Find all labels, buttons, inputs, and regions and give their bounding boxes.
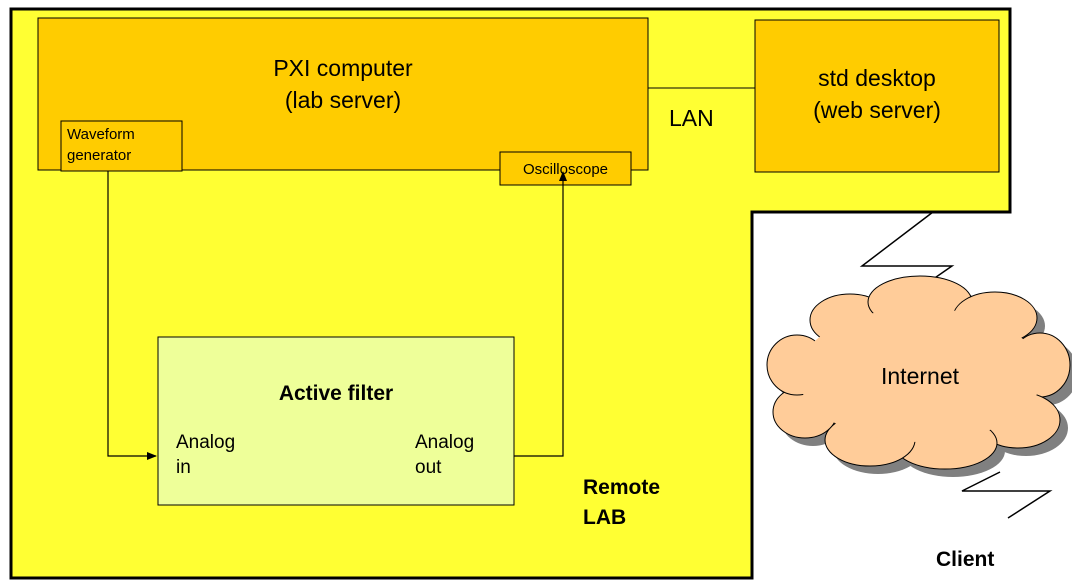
active-filter-title: Active filter — [278, 382, 394, 405]
waveform-generator-label-line2: generator — [67, 147, 132, 164]
remote-lab-label-line1: Remote — [583, 476, 661, 499]
signal-in-arrow — [107, 171, 157, 460]
client-link-bottom — [961, 471, 1053, 519]
oscilloscope-label: Oscilloscope — [522, 161, 609, 178]
pxi-computer-subtitle: (lab server) — [284, 87, 402, 113]
analog-out-line2: out — [415, 457, 442, 478]
client-label: Client — [936, 548, 995, 571]
internet-label: Internet — [881, 363, 959, 389]
signal-out-arrow — [514, 171, 567, 457]
lan-label: LAN — [669, 105, 714, 131]
desktop-box — [754, 19, 1000, 173]
analog-in-line1: Analog — [176, 432, 236, 453]
waveform-generator-box — [60, 120, 183, 172]
desktop-title: std desktop — [818, 65, 936, 91]
pxi-computer-title: PXI computer — [273, 55, 413, 81]
remote-lab-label-line2: LAB — [583, 506, 627, 529]
waveform-generator-label-line1: Waveform — [67, 126, 135, 143]
active-filter-box — [157, 336, 515, 506]
analog-out-line1: Analog — [415, 432, 475, 453]
analog-in-line2: in — [176, 457, 191, 478]
internet-cloud-body — [798, 308, 1042, 442]
desktop-subtitle: (web server) — [813, 97, 941, 123]
